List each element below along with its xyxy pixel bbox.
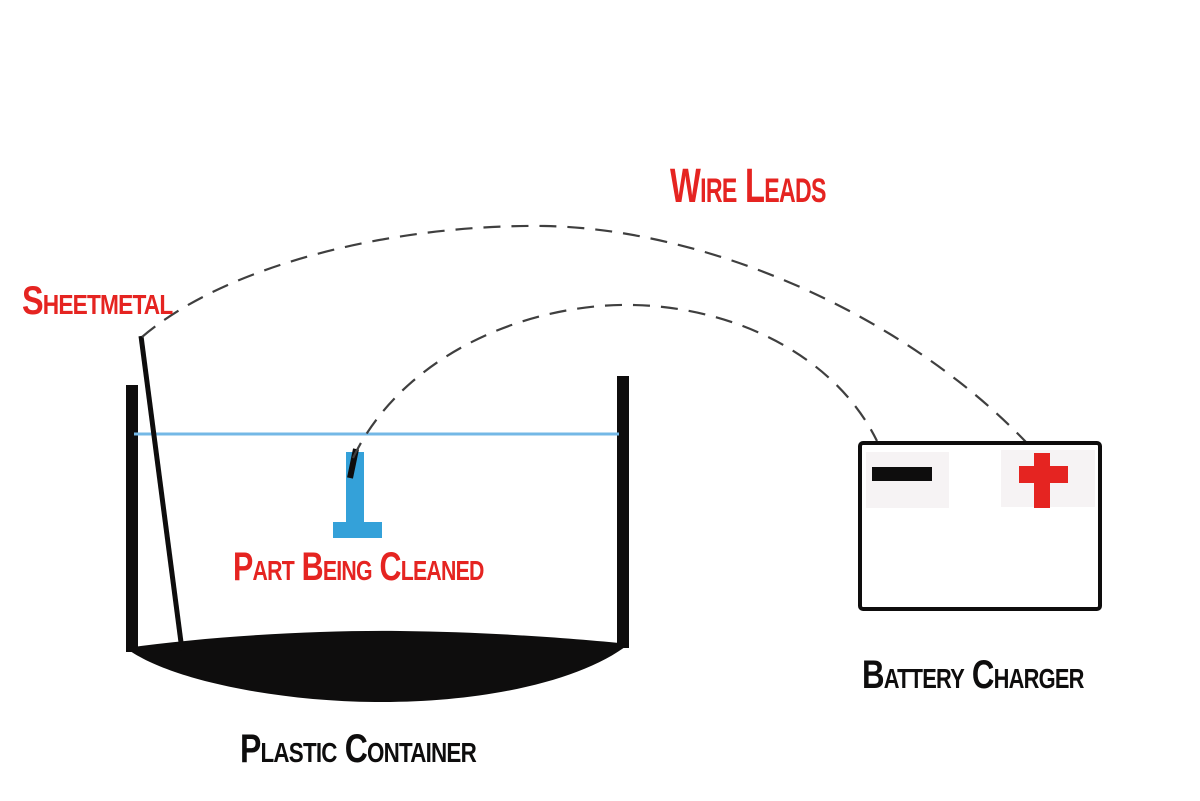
positive-terminal-icon bbox=[1019, 453, 1068, 508]
container-left-wall bbox=[126, 385, 138, 652]
plastic-container-label: Plastic Container bbox=[240, 727, 477, 771]
wire-lead-sheetmetal-to-positive bbox=[141, 224, 1039, 456]
part-being-cleaned-label: Part Being Cleaned bbox=[233, 545, 484, 589]
part-being-cleaned-shape bbox=[333, 452, 382, 538]
part-base bbox=[333, 522, 382, 538]
negative-terminal-icon bbox=[872, 467, 932, 481]
wire-leads-label: Wire Leads bbox=[670, 160, 826, 213]
sheetmetal-electrode bbox=[138, 335, 185, 651]
battery-charger-label: Battery Charger bbox=[862, 653, 1084, 697]
battery-charger-box bbox=[858, 441, 1102, 611]
container-right-wall bbox=[617, 376, 629, 648]
wire-lead-part-to-negative bbox=[352, 303, 878, 459]
plastic-container bbox=[126, 376, 629, 703]
container-bottom bbox=[126, 630, 629, 703]
sheetmetal-label: Sheetmetal bbox=[22, 279, 173, 323]
